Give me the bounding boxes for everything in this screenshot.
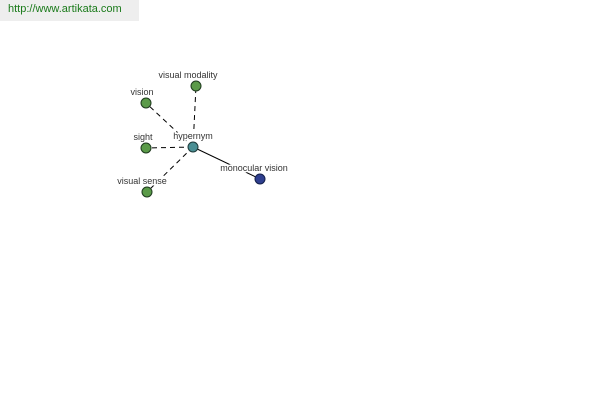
edge-vision bbox=[145, 102, 194, 148]
node-hypernym[interactable] bbox=[187, 141, 199, 153]
label-visual-sense: visual sense bbox=[117, 176, 167, 186]
node-visual-modality[interactable] bbox=[190, 80, 202, 92]
node-visual-sense[interactable] bbox=[141, 186, 153, 198]
label-hypernym: hypernym bbox=[173, 131, 213, 141]
edge-visual-modality bbox=[192, 85, 197, 148]
edge-sight bbox=[145, 146, 194, 149]
node-sight[interactable] bbox=[140, 142, 152, 154]
label-vision: vision bbox=[130, 87, 153, 97]
node-monocular-vision[interactable] bbox=[254, 173, 266, 185]
label-sight: sight bbox=[133, 132, 153, 142]
label-monocular-vision: monocular vision bbox=[220, 163, 288, 173]
edge-monocular-vision bbox=[192, 146, 261, 180]
edge-visual-sense bbox=[146, 146, 194, 193]
node-vision[interactable] bbox=[140, 97, 152, 109]
site-url[interactable]: http://www.artikata.com bbox=[0, 0, 139, 21]
label-visual-modality: visual modality bbox=[158, 70, 218, 80]
